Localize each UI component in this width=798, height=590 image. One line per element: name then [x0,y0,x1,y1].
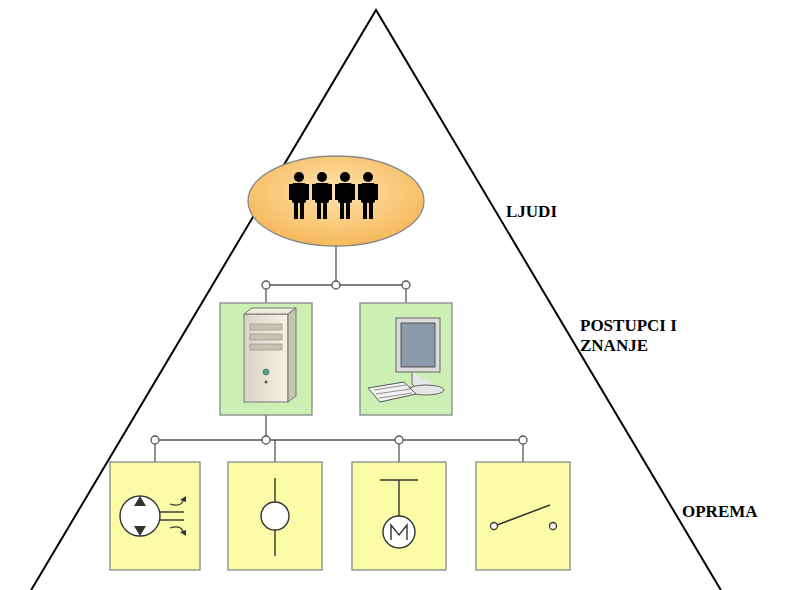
sensor-symbol-box [228,462,322,570]
bus-wiring [155,246,523,462]
pyramid-outline [30,10,722,590]
bus-junctions [151,281,527,444]
server-box [220,303,312,415]
switch-symbol-box [476,462,570,570]
motor-symbol-box [352,462,446,570]
people-group [248,156,424,246]
layer-label: POSTUPCI I ZNANJE [580,316,710,356]
workstation-box [360,303,452,415]
layer-label: LJUDI [506,202,626,222]
pump-symbol-box [110,462,200,570]
layer-label: OPREMA [682,502,792,522]
